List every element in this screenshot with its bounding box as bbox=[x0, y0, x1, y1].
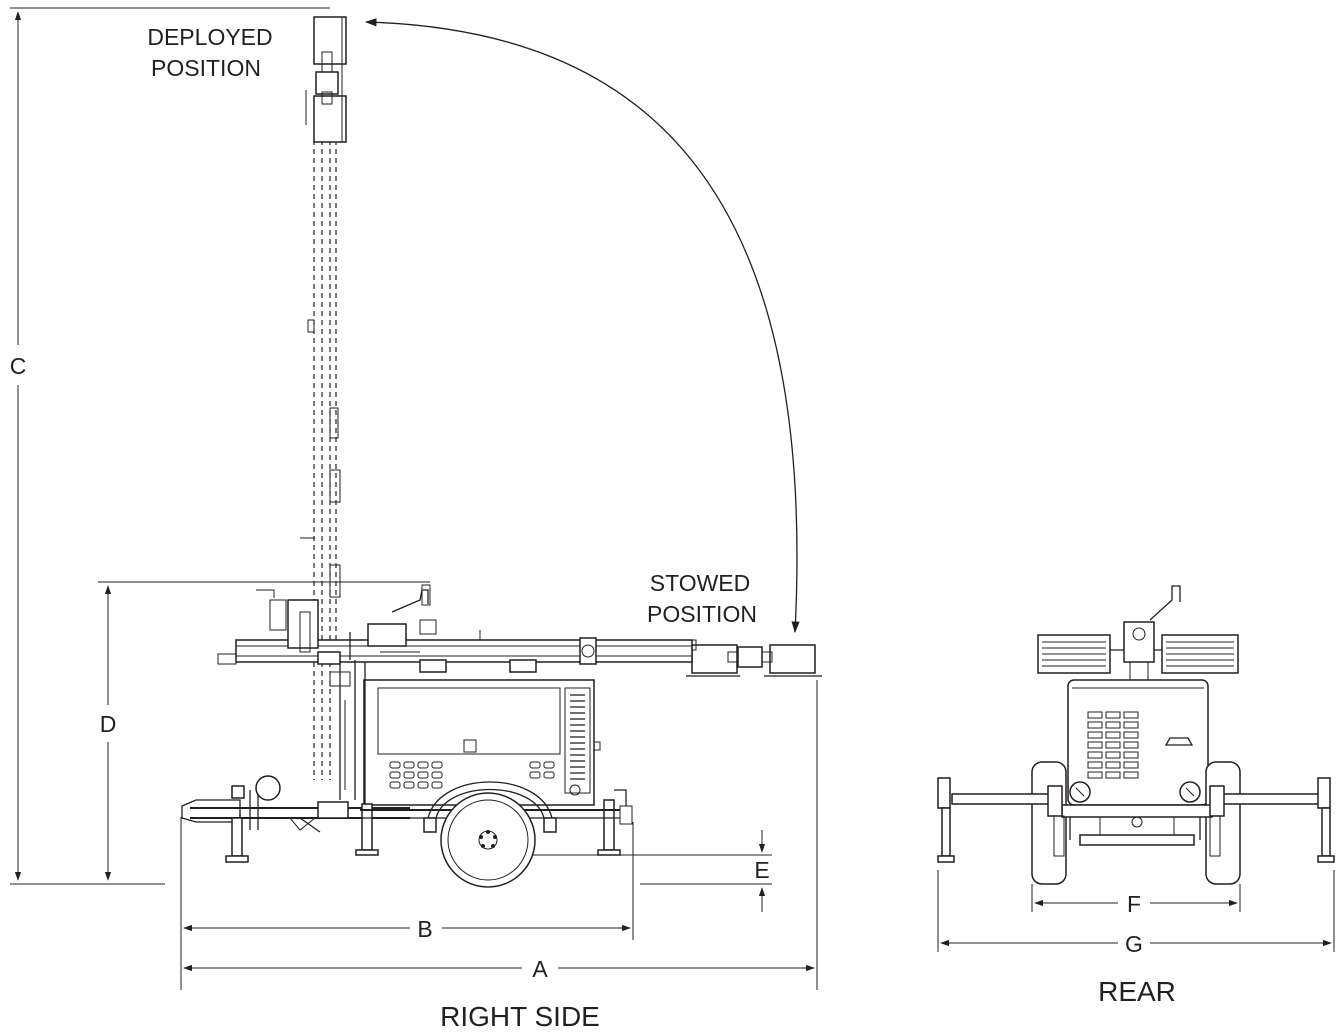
light-head-upper bbox=[313, 16, 347, 65]
enclosure-body bbox=[363, 679, 595, 806]
enclosure-vent-slots bbox=[570, 694, 585, 780]
right-side-view: C D E B A bbox=[10, 7, 822, 1032]
rear-enclosure bbox=[1067, 679, 1209, 806]
deployed-light-heads bbox=[305, 16, 347, 143]
trailer-tongue bbox=[181, 775, 410, 833]
rear-outriggers bbox=[937, 777, 1335, 863]
stowed-light-head-left bbox=[691, 644, 738, 674]
stowed-position-label-line2: POSITION bbox=[647, 601, 757, 627]
rear-jacks bbox=[355, 789, 633, 856]
dimension-label-f: F bbox=[1127, 891, 1141, 917]
spare-tire-reel bbox=[255, 775, 281, 801]
dimension-label-c: C bbox=[10, 353, 27, 379]
outrigger-left bbox=[951, 793, 1057, 805]
dimension-e: E bbox=[530, 830, 772, 912]
rotation-arc-arrow bbox=[364, 18, 800, 634]
deployed-position-label-line2: POSITION bbox=[151, 55, 261, 81]
rear-tire-left bbox=[1031, 761, 1067, 885]
mast-deployed bbox=[300, 140, 341, 780]
dimension-a: A bbox=[183, 680, 818, 990]
rear-view: F G REAR bbox=[937, 585, 1335, 1007]
dimension-c: C bbox=[10, 7, 330, 881]
dimension-label-b: B bbox=[417, 916, 432, 942]
dimension-f: F bbox=[1031, 884, 1241, 917]
rear-tire-right bbox=[1205, 761, 1241, 885]
stowed-position-label-line1: STOWED bbox=[650, 570, 751, 596]
right-side-view-title: RIGHT SIDE bbox=[440, 1001, 600, 1032]
lower-vent-grille bbox=[389, 761, 555, 789]
rim bbox=[447, 799, 529, 881]
deployed-position-label-line1: DEPLOYED bbox=[147, 24, 272, 50]
light-head-lower bbox=[313, 95, 347, 143]
dimension-g: G bbox=[937, 870, 1335, 957]
tire bbox=[440, 792, 536, 888]
wheel bbox=[440, 792, 536, 888]
mast-support-frame bbox=[317, 651, 366, 806]
rear-view-title: REAR bbox=[1098, 976, 1176, 1007]
front-jack bbox=[225, 814, 249, 863]
winch-handle bbox=[256, 584, 431, 653]
rear-vent-grille bbox=[1087, 711, 1139, 779]
outrigger-right bbox=[1215, 793, 1321, 805]
stowed-light-head-right bbox=[769, 644, 816, 674]
dimension-label-a: A bbox=[532, 956, 548, 982]
rear-light-heads bbox=[1037, 585, 1239, 685]
dimension-label-e: E bbox=[754, 857, 769, 883]
dimension-label-g: G bbox=[1125, 931, 1143, 957]
enclosure-door-panel bbox=[377, 687, 561, 755]
dimension-b: B bbox=[180, 817, 634, 990]
dimension-label-d: D bbox=[100, 711, 117, 737]
generator-enclosure bbox=[363, 679, 601, 806]
stowed-light-heads bbox=[685, 639, 822, 677]
rear-axle-frame bbox=[1061, 804, 1213, 846]
